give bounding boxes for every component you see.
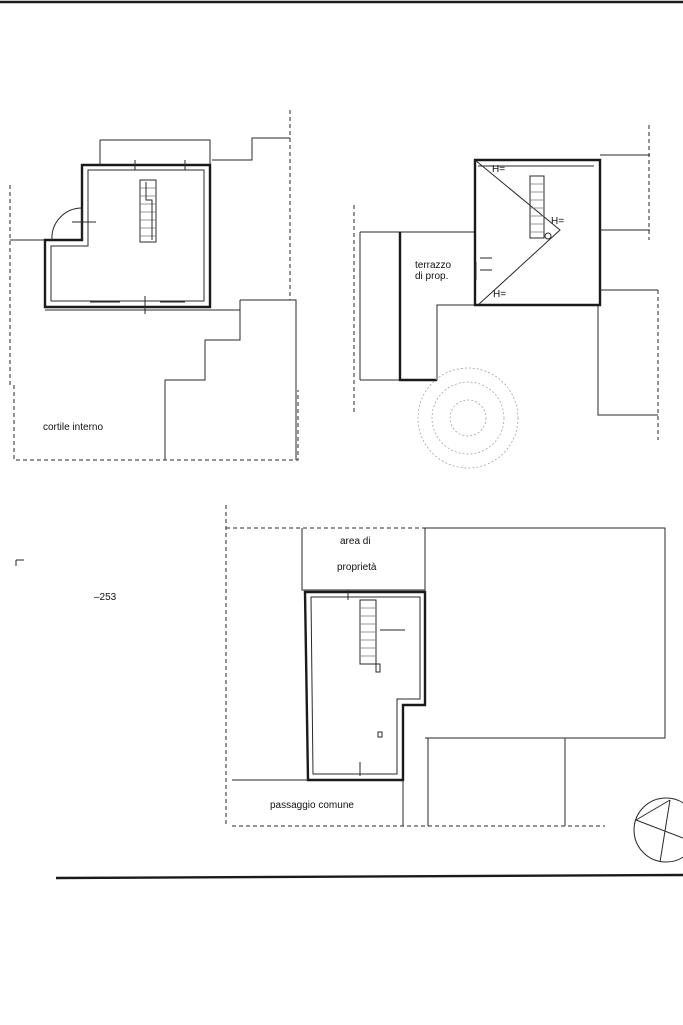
neighbour-dividers bbox=[427, 738, 566, 826]
label-fragment: –253 bbox=[94, 592, 117, 603]
label-h1: H= bbox=[492, 164, 505, 175]
apartment-inner-line bbox=[310, 596, 421, 775]
neighbour-lines bbox=[597, 154, 658, 416]
attic-walls bbox=[473, 158, 602, 307]
staircase-ground bbox=[359, 599, 405, 673]
label-terrazzo-1: terrazzo bbox=[415, 260, 452, 271]
bottom-rule bbox=[55, 873, 683, 880]
column-mark bbox=[377, 731, 383, 738]
passage-lines bbox=[232, 779, 404, 826]
terrace-outline bbox=[360, 231, 478, 381]
plan-top-left: cortile interno bbox=[9, 110, 299, 461]
terrace-inner bbox=[398, 232, 437, 382]
vent-marks bbox=[475, 257, 492, 280]
corner-mark bbox=[15, 559, 24, 566]
label-h3: H= bbox=[493, 289, 506, 300]
neighbour-block bbox=[425, 527, 666, 739]
window-marks bbox=[90, 160, 186, 314]
plan-bottom: area di proprietà passaggio comune bbox=[225, 505, 683, 863]
base-line bbox=[45, 300, 241, 311]
plan-top-right: H= H= H= terrazzo di prop. bbox=[353, 125, 659, 469]
boundary-dashed bbox=[9, 185, 299, 461]
neighbour-outline-top bbox=[212, 137, 290, 161]
label-terrazzo-2: di prop. bbox=[415, 271, 448, 282]
neighbour-outline bbox=[164, 299, 297, 460]
property-area-outline bbox=[301, 528, 426, 591]
door-marks bbox=[347, 590, 361, 776]
staircase-upper bbox=[529, 175, 552, 240]
label-cortile: cortile interno bbox=[43, 422, 103, 433]
room-inner-line bbox=[50, 169, 205, 302]
staircase bbox=[139, 179, 157, 243]
balcony-outline bbox=[99, 139, 211, 165]
label-area-2: proprietà bbox=[337, 562, 377, 573]
room-walls bbox=[43, 163, 212, 309]
door-arc bbox=[51, 207, 83, 241]
north-compass bbox=[633, 797, 683, 863]
label-passaggio: passaggio comune bbox=[270, 800, 354, 811]
label-h2: H= bbox=[551, 216, 564, 227]
label-area-1: area di bbox=[340, 536, 371, 547]
roof-slope-lines bbox=[474, 159, 561, 306]
stamp-seal bbox=[417, 367, 519, 469]
apartment-walls bbox=[303, 590, 427, 782]
